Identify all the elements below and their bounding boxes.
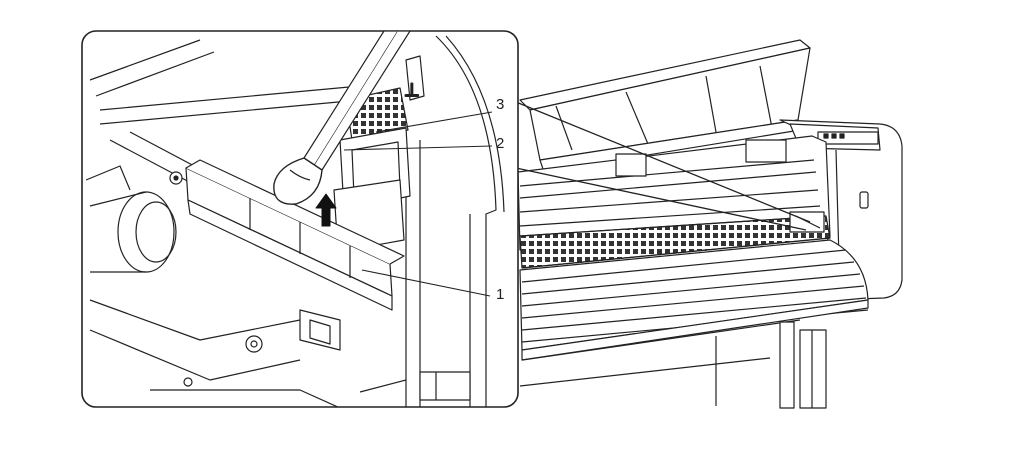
zoom-leader-lines [515, 101, 811, 231]
lock-icon [859, 191, 869, 209]
callout-2: 2 [496, 135, 504, 152]
lift-arrow-icon [315, 193, 337, 227]
printer-stand [519, 319, 827, 409]
base-frame [89, 299, 471, 407]
detail-inset: ⊥ [81, 30, 519, 408]
wiper-blade [185, 159, 405, 311]
side-housing [779, 119, 903, 301]
cleaning-swab [273, 31, 411, 205]
front-paper-guide [519, 239, 869, 361]
spindle-roller [85, 165, 183, 273]
printer-body [517, 135, 831, 269]
callout-1: 1 [496, 286, 504, 303]
print-head [333, 87, 411, 253]
callout-leaders [343, 111, 493, 297]
printer-overview [517, 39, 903, 409]
top-cover [519, 39, 811, 173]
cover-mark: ⊥ [404, 80, 420, 100]
callout-labels: 3 2 1 [496, 96, 504, 303]
callout-3: 3 [496, 96, 504, 113]
